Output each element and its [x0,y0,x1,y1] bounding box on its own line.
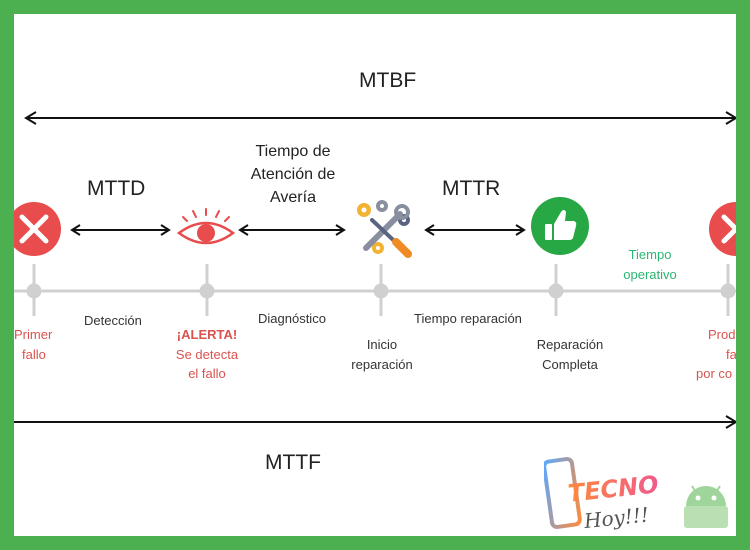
alert-label: ¡ALERTA! Se detecta el fallo [175,327,239,381]
repair-complete-label: Reparación Completa [536,337,604,372]
first-failure-icon [14,202,61,256]
next-failure-label: Prod fa por co [696,327,736,381]
mttd-label: MTTD [87,177,146,200]
repair-time-label: Tiempo reparación [414,311,522,326]
repair-start-label: Inicio reparación [351,337,413,372]
response-time-label: Tiempo de Atención de Avería [250,143,336,207]
repair-tools-icon [357,200,412,258]
mtbf-label: MTBF [359,69,417,92]
timeline-marker-repair-start [373,264,389,316]
uptime-label: Tiempo operativo [623,247,677,282]
phone-logo-icon: TECNO Hoy!!! [544,457,728,533]
tecnohoy-logo: TECNO Hoy!!! [544,452,734,536]
mttf-arrow [14,415,736,429]
response-time-arrow [238,224,346,236]
interval-arrows [70,224,526,236]
mttr-arrow [424,224,526,236]
thumbs-up-icon [531,197,589,255]
diagram-canvas: MTBF Tiempo de Atención de Avería MTTD M… [14,14,736,536]
timeline-marker-next-failure [720,264,736,316]
mttd-arrow [70,224,171,236]
diagnosis-label: Diagnóstico [258,311,326,326]
first-failure-label: Primer fallo [14,327,53,362]
logo-line2: Hoy!!! [582,502,650,533]
timeline-marker-repair-complete [548,264,564,316]
timeline-marker-first-failure [26,264,42,316]
next-failure-icon [709,202,736,256]
mttr-label: MTTR [442,177,501,200]
detection-label: Detección [84,313,142,328]
alert-eye-icon [176,208,236,245]
mttf-label: MTTF [265,451,321,474]
mtbf-arrow [24,111,736,125]
timeline [14,264,736,316]
timeline-marker-alert [199,264,215,316]
android-icon [684,485,728,528]
